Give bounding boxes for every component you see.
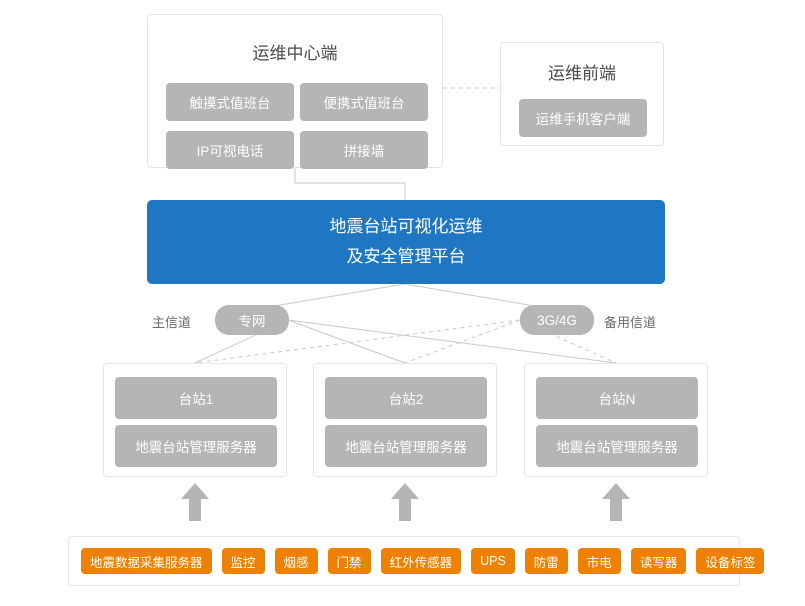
station-name-n[interactable]: 台站N — [536, 377, 698, 419]
ops-center-item-portable[interactable]: 便携式值班台 — [300, 83, 428, 121]
device-chip-equipment-tag[interactable]: 设备标签 — [696, 548, 765, 574]
device-chip-mains-power[interactable]: 市电 — [577, 548, 621, 574]
ops-center-panel: 运维中心端 触摸式值班台 便携式值班台 IP可视电话 拼接墙 — [147, 14, 443, 169]
device-chip-ups[interactable]: UPS — [471, 548, 515, 574]
station-server-1[interactable]: 地震台站管理服务器 — [115, 425, 277, 467]
ops-front-panel: 运维前端 运维手机客户端 — [500, 42, 664, 146]
device-chip-smoke-sensor[interactable]: 烟感 — [274, 548, 318, 574]
ops-center-title: 运维中心端 — [252, 44, 338, 63]
platform-title-line1: 地震台站可视化运维 — [329, 217, 483, 236]
platform-title-line2: 及安全管理平台 — [346, 247, 466, 266]
station-panel-1: 台站1 地震台站管理服务器 — [103, 363, 287, 477]
device-chip-lightning-protection[interactable]: 防雷 — [524, 548, 568, 574]
device-chip-infrared-sensor[interactable]: 红外传感器 — [380, 548, 462, 574]
station-name-2[interactable]: 台站2 — [325, 377, 487, 419]
channel-backup-label: 备用信道 — [604, 315, 657, 330]
device-chip-monitoring[interactable]: 监控 — [221, 548, 265, 574]
ops-front-item-mobile-client[interactable]: 运维手机客户端 — [519, 99, 647, 137]
channel-backup-pill[interactable]: 3G/4G — [520, 305, 594, 335]
device-chip-access-control[interactable]: 门禁 — [327, 548, 371, 574]
station-server-n[interactable]: 地震台站管理服务器 — [536, 425, 698, 467]
device-chip-reader[interactable]: 读写器 — [630, 548, 687, 574]
station-server-2[interactable]: 地震台站管理服务器 — [325, 425, 487, 467]
channel-main-label: 主信道 — [152, 315, 192, 330]
channel-main-pill[interactable]: 专网 — [215, 305, 289, 335]
ops-front-title: 运维前端 — [548, 64, 616, 83]
device-bar-panel: 地震数据采集服务器 监控 烟感 门禁 红外传感器 UPS 防雷 市电 读写器 设… — [68, 536, 765, 586]
device-chip-acquisition-server[interactable]: 地震数据采集服务器 — [81, 548, 212, 574]
station-name-1[interactable]: 台站1 — [115, 377, 277, 419]
station-panel-2: 台站2 地震台站管理服务器 — [313, 363, 497, 477]
station-panel-n: 台站N 地震台站管理服务器 — [524, 363, 708, 477]
ops-center-item-ipphone[interactable]: IP可视电话 — [166, 131, 294, 169]
ops-center-item-touch[interactable]: 触摸式值班台 — [166, 83, 294, 121]
ops-center-item-videowall[interactable]: 拼接墙 — [300, 131, 428, 169]
platform-box[interactable]: 地震台站可视化运维 及安全管理平台 — [147, 200, 665, 284]
